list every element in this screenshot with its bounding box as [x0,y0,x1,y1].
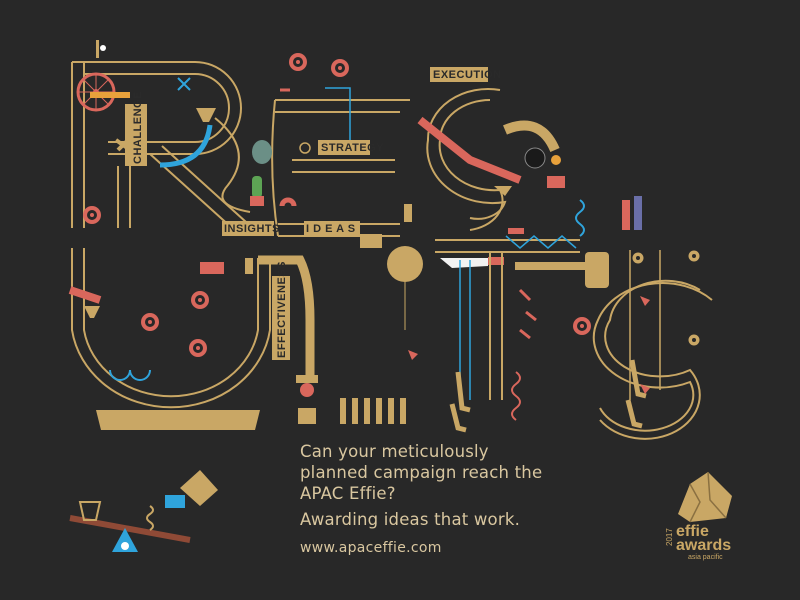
letter-u [71,248,271,409]
svg-text:I D E A S: I D E A S [306,223,356,235]
svg-text:CHALLENGE: CHALLENGE [132,91,144,164]
boot-icon [629,359,647,399]
letter-s [592,279,713,440]
logo-effie-word: effie [676,523,709,540]
basket-icon [360,234,382,248]
balloon-icon [387,246,423,282]
funnel-icon [494,186,512,196]
domino-row [340,398,406,424]
letter-l [258,255,315,380]
svg-text:STRATEGY: STRATEGY [321,142,384,154]
logo-awards-word: awards [676,537,731,554]
trophy-icon [678,472,732,522]
flower-icon [551,155,561,165]
balloon-icon [252,140,272,164]
bomb-icon [524,147,546,169]
hand-icon [114,136,132,152]
gear-icon [688,334,700,346]
gear-icon [632,252,644,264]
spring-icon [146,505,154,531]
cross-icon [177,77,191,91]
letter-r [71,61,247,229]
gear-icon [688,250,700,262]
red-ramp [417,116,522,184]
effie-awards-logo: 2017 effie awards asia pacific [665,471,732,561]
gear-icon [573,317,591,335]
boot-icon [449,403,467,433]
execution-label: EXECUTION [430,67,502,82]
gear-icon [289,53,307,71]
spring-icon [575,199,585,237]
gear-icon [83,206,101,224]
bolt-icon [640,296,650,306]
cactus-icon [252,176,262,198]
insights-label: INSIGHTS [222,221,280,236]
boxing-glove-icon [200,262,224,274]
logo-year: 2017 [665,528,674,546]
spring-icon [511,371,521,421]
rocket-icon [622,200,630,230]
magnet-icon [279,197,297,207]
glove-icon [165,495,185,508]
gear-icon [189,339,207,357]
blue-pipe [159,124,213,168]
boot-icon [625,399,643,429]
knife-icon [440,258,488,268]
bolt-icon [640,384,650,394]
clock-icon [299,142,311,154]
ideas-label: I D E A S [304,221,360,236]
gear-icon [141,313,159,331]
letter-e [271,99,410,237]
website-link[interactable]: www.apaceffie.com [300,540,442,556]
bolt-icon [408,350,418,360]
letter-s [426,87,507,231]
funnel-icon [84,306,100,318]
letter-t [435,239,580,400]
headline-text: Can your meticulously planned campaign r… [300,442,543,503]
seesaw-illustration [69,470,218,552]
strategy-label: STRATEGY [318,140,384,155]
rod-icon [96,40,99,58]
effectiveness-label: EFFECTIVENESS [272,261,290,360]
lamp-icon [300,383,314,397]
boot-icon [455,371,471,413]
gear-icon [331,59,349,77]
svg-text:INSIGHTS: INSIGHTS [224,223,280,235]
challenge-label: CHALLENGE [125,91,147,166]
svg-text:EFFECTIVENESS: EFFECTIVENESS [276,261,288,358]
gear-icon [191,291,209,309]
rocket-icon [634,196,642,230]
tagline-text: Awarding ideas that work. [300,510,521,529]
svg-text:EXECUTION: EXECUTION [433,69,502,81]
logo-region: asia pacific [688,554,723,561]
hand-icon [68,286,102,304]
basket-icon [78,501,102,521]
funnel-icon [196,108,216,122]
boot-icon [404,204,412,222]
ball-icon [100,45,106,51]
